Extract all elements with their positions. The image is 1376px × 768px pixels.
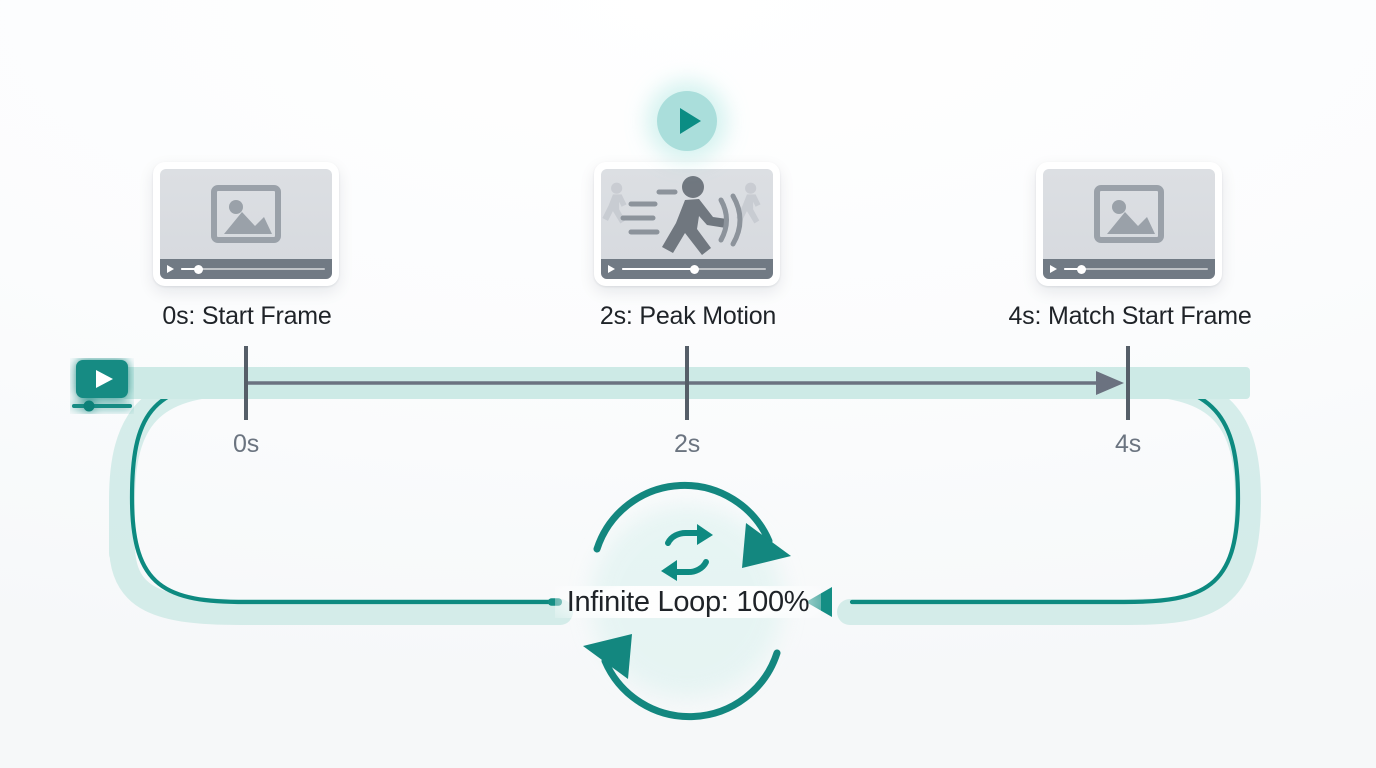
scrubber-track[interactable]	[1064, 264, 1208, 274]
scrubber-play-icon	[608, 265, 615, 273]
frame-scrubber[interactable]	[601, 259, 773, 279]
repeat-icon-arrow-bottom	[661, 560, 677, 581]
scrubber-play-icon	[1050, 265, 1057, 273]
frame-label-peak: 2s: Peak Motion	[599, 302, 777, 330]
play-badge-icon[interactable]	[657, 91, 717, 151]
timeline-arrowhead	[1096, 371, 1124, 395]
scrubber-track[interactable]	[622, 264, 766, 274]
scrubber-knob[interactable]	[689, 264, 699, 274]
tick-label-4s: 4s	[1114, 430, 1141, 458]
frame-thumbnail-inner	[1043, 169, 1215, 279]
image-placeholder-icon	[160, 169, 332, 259]
loop-label: Infinite Loop: 100%	[0, 584, 1376, 620]
frame-label-start: 0s: Start Frame	[162, 302, 332, 330]
scrubber-track[interactable]	[181, 264, 325, 274]
frame-card-end[interactable]: 4s: Match Start Frame	[1008, 162, 1252, 331]
frame-thumbnail-inner	[160, 169, 332, 279]
frame-thumbnail-end[interactable]	[1036, 162, 1222, 286]
scrubber-play-icon	[167, 265, 174, 273]
frame-thumbnail-start[interactable]	[153, 162, 339, 286]
frame-scrubber[interactable]	[1043, 259, 1215, 279]
frame-thumbnail-peak[interactable]	[594, 162, 780, 286]
frame-card-peak[interactable]: 2s: Peak Motion	[594, 162, 782, 331]
frame-card-start[interactable]: 0s: Start Frame	[153, 162, 341, 331]
video-player-icon[interactable]	[70, 358, 134, 414]
scrubber-knob[interactable]	[193, 264, 203, 274]
frame-scrubber[interactable]	[160, 259, 332, 279]
scrubber-knob[interactable]	[1076, 264, 1086, 274]
repeat-icon-arrow-top	[697, 524, 713, 545]
frame-label-end: 4s: Match Start Frame	[1008, 302, 1252, 330]
scrubber-fill	[181, 268, 199, 270]
loop-arc-bottom-arrowhead	[583, 634, 632, 679]
loop-arc-bottom	[601, 649, 781, 721]
tick-label-0s: 0s	[232, 430, 259, 458]
repeat-icon	[665, 529, 709, 576]
scrubber-fill	[622, 268, 694, 270]
scrubber-fill	[1064, 268, 1082, 270]
loop-arc-top	[593, 481, 773, 553]
tick-label-2s: 2s	[673, 430, 700, 458]
video-icon-scrubber-knob	[83, 400, 95, 412]
play-badge-triangle	[680, 108, 701, 134]
loop-arc-top-arrowhead	[742, 523, 791, 568]
video-icon-play-triangle	[96, 370, 113, 388]
running-figure-icon	[601, 169, 773, 259]
image-placeholder-icon	[1043, 169, 1215, 259]
frame-thumbnail-inner	[601, 169, 773, 279]
loop-label-text: Infinite Loop: 100%	[554, 586, 822, 618]
